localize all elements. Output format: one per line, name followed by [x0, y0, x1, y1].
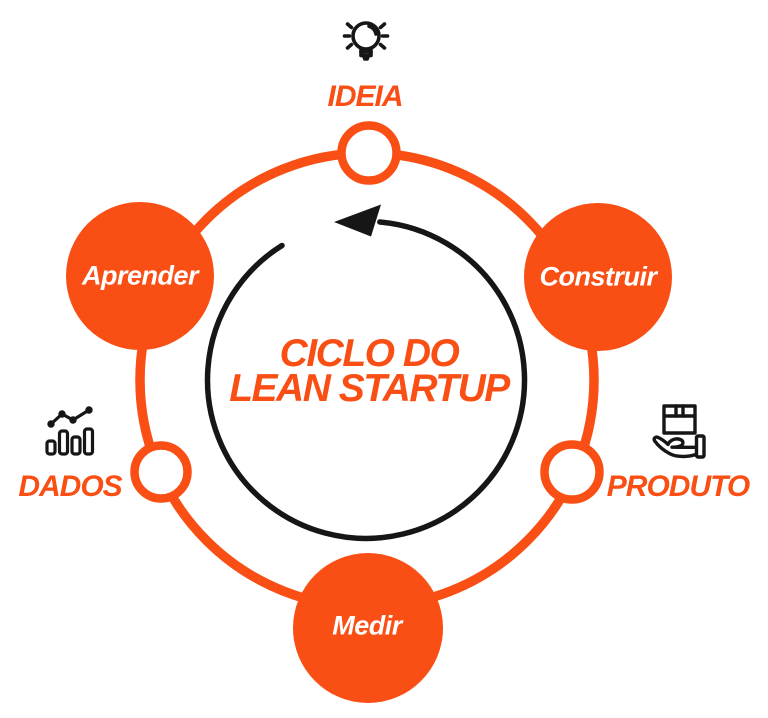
- node-dot-produto: [540, 440, 604, 504]
- cycle-arrow: [204, 219, 528, 542]
- diagram-title-line1: CICLO DO: [279, 332, 460, 375]
- diagram-title-line2: LEAN STARTUP: [229, 367, 510, 410]
- stage-label-ideia: IDEIA: [327, 80, 403, 113]
- node-dot-dados: [130, 441, 192, 503]
- stage-label-dados: DADOS: [18, 470, 122, 503]
- cycle-arrowhead-icon: [334, 204, 381, 237]
- bar-chart-icon: [45, 406, 95, 456]
- product-in-hand-icon: [652, 404, 706, 459]
- node-label-medir: Medir: [332, 610, 402, 641]
- node-circle-aprender: [66, 202, 214, 350]
- diagram-title: CICLO DO LEAN STARTUP: [229, 332, 510, 410]
- lightbulb-icon: [342, 21, 390, 61]
- node-circle-medir: [293, 553, 443, 703]
- stage-label-produto: PRODUTO: [606, 470, 750, 503]
- node-label-aprender: Aprender: [81, 260, 199, 291]
- node-label-construir: Construir: [539, 261, 658, 292]
- node-circle-construir: [524, 203, 672, 351]
- node-dot-ideia: [337, 121, 401, 185]
